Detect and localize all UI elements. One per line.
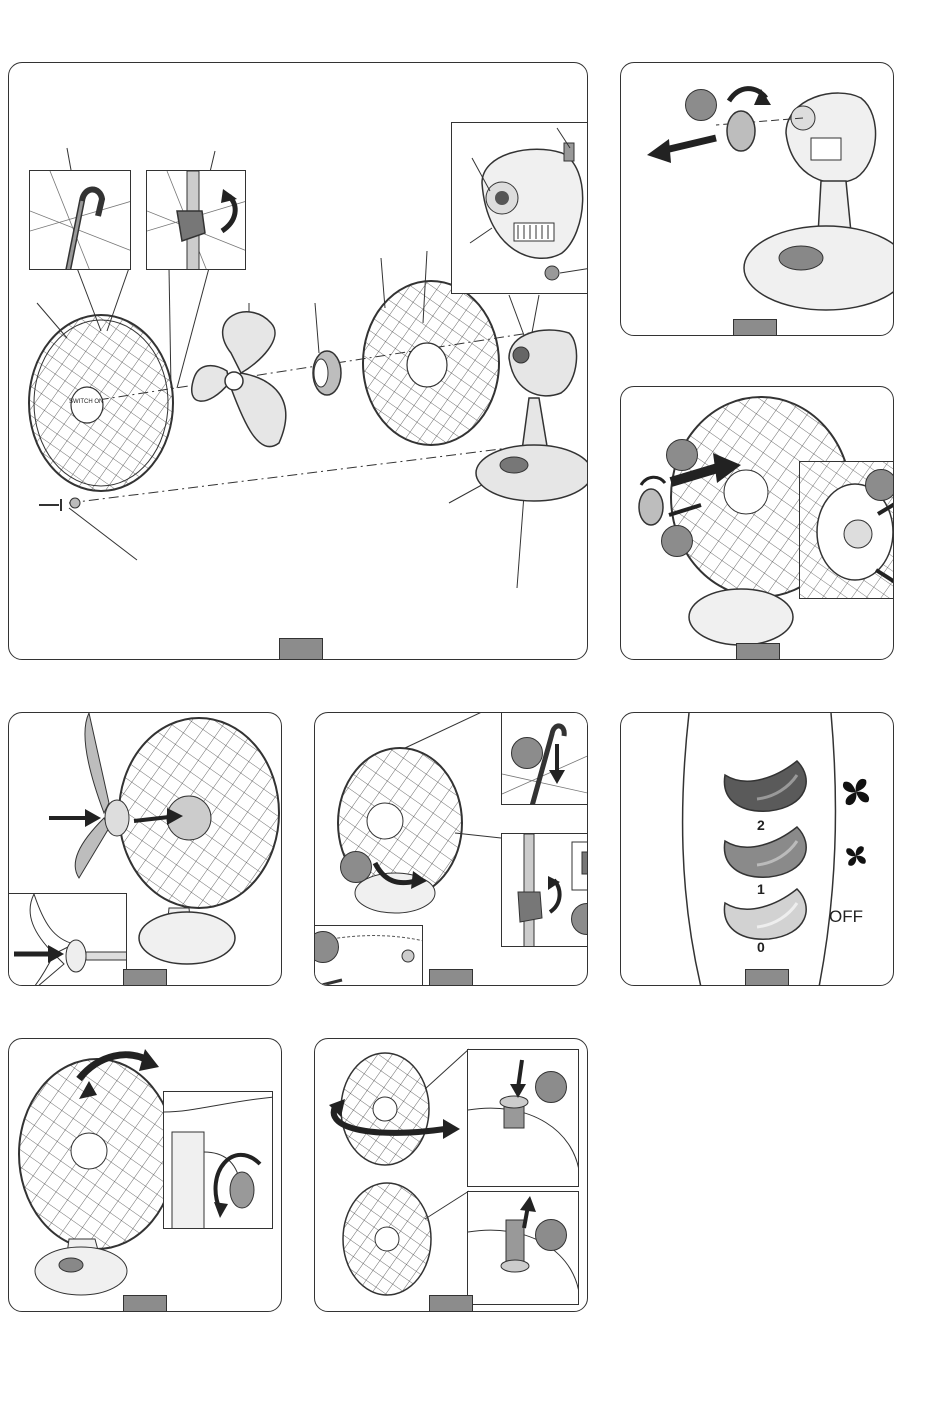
panel-h-tab [429,1295,473,1312]
panel-g-tab [123,1295,167,1312]
panel-attach-rear-grille [620,386,894,660]
remove-nut-illustration [621,63,894,336]
step-circle [511,737,543,769]
panel-b-tab [733,319,777,336]
inset-motor-head-detail [451,122,588,294]
speed-1-button[interactable] [717,821,817,879]
fan-low-icon [843,843,869,869]
panel-d-tab [123,969,167,986]
panel-exploded-view: SWITCH ON [8,62,588,660]
panel-a-tab [279,638,323,660]
inset-knob-pressed-detail [467,1049,579,1187]
off-position-label: 0 [757,939,765,955]
panel-oscillation [314,1038,588,1312]
panel-speed-switch: 2 1 0 OFF [620,712,894,986]
fan-high-icon [839,775,873,809]
panel-remove-nut [620,62,894,336]
off-text: OFF [829,907,863,927]
panel-e-tab [429,969,473,986]
inset-hook-detail [29,170,131,270]
step-circle [865,469,894,501]
panel-f-tab [745,969,789,986]
panel-tilt-adjust [8,1038,282,1312]
step-circle [340,851,372,883]
step-circle [661,525,693,557]
off-button[interactable] [717,883,817,941]
panel-fit-blade [8,712,282,986]
panel-fit-front-grille [314,712,588,986]
inset-knob-raised-detail [467,1191,579,1305]
inset-clip-detail [146,170,246,270]
step-circle [535,1071,567,1103]
brand-label: SWITCH ON [69,399,103,405]
step-circle [685,89,717,121]
panel-c-tab [736,643,780,660]
inset-tilt-knob-detail [163,1091,273,1229]
step-circle [535,1219,567,1251]
inset-blade-hub-detail [8,893,127,986]
speed-2-button[interactable] [717,755,817,813]
step-circle [666,439,698,471]
